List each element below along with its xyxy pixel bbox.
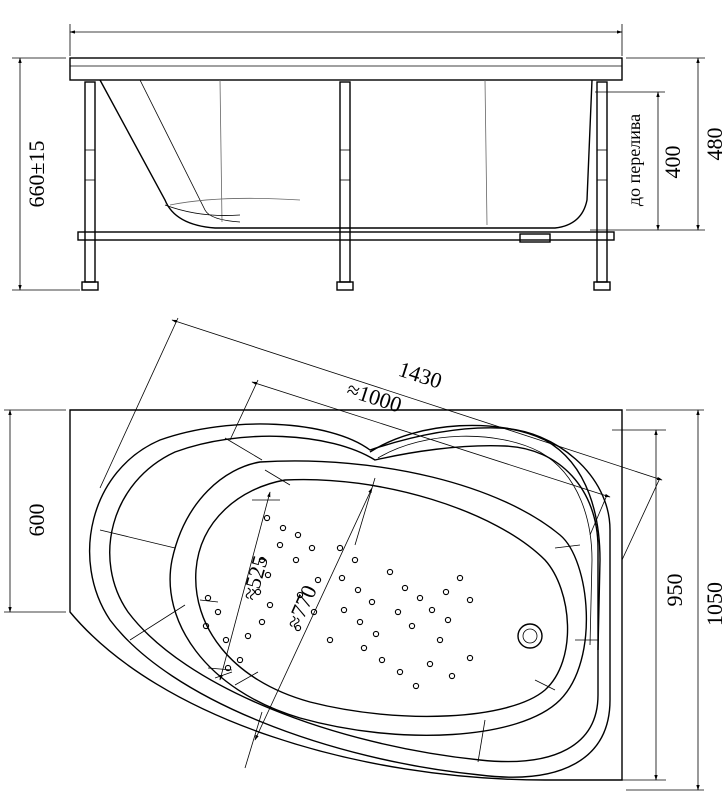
jet-hole	[412, 682, 420, 690]
jet-hole	[444, 616, 452, 624]
jet-hole	[338, 574, 346, 582]
drain-icon	[517, 623, 543, 649]
rim-inner	[109, 435, 599, 763]
right-depth-inner-label: 950	[662, 574, 687, 607]
height-total-label: 660±15	[24, 140, 49, 207]
jet-hole	[360, 644, 368, 652]
jet-hole	[416, 594, 424, 602]
bath-rim	[69, 57, 623, 81]
diagonal-outer-label: 1430	[396, 356, 446, 393]
jet-hole	[222, 636, 230, 644]
jet-hole	[368, 598, 376, 606]
jet-hole	[426, 660, 434, 668]
jet-hole	[466, 654, 474, 662]
jet-hole	[436, 636, 444, 644]
jet-hole	[202, 622, 210, 630]
jet-hole	[266, 601, 274, 609]
bath-height-label: 480	[702, 128, 727, 161]
jet-hole	[351, 556, 359, 564]
bowl-floor	[195, 478, 569, 718]
jet-hole	[292, 556, 300, 564]
jet-hole	[466, 596, 474, 604]
jet-hole	[448, 672, 456, 680]
right-depth-outer-label: 1050	[702, 582, 727, 626]
jet-hole	[356, 618, 364, 626]
jet-hole	[204, 594, 212, 602]
jet-hole	[396, 668, 404, 676]
overflow-caption: до перелива	[624, 114, 644, 206]
jet-hole	[372, 630, 380, 638]
jet-hole	[244, 632, 252, 640]
jet-hole	[428, 606, 436, 614]
leg	[81, 81, 99, 291]
hydro-jets	[202, 514, 474, 690]
jet-hole	[401, 584, 409, 592]
jet-hole	[336, 544, 344, 552]
side-view: 660±15 480 400 до перелива	[12, 24, 727, 291]
jet-hole	[456, 574, 464, 582]
jet-hole	[258, 618, 266, 626]
jet-hole	[276, 541, 284, 549]
jet-hole	[314, 576, 322, 584]
leg	[593, 81, 611, 291]
bowl-width-label: ≈525	[237, 553, 273, 603]
jet-hole	[340, 606, 348, 614]
jet-hole	[279, 524, 287, 532]
jet-hole	[236, 656, 244, 664]
bowl-length-label: ≈770	[281, 581, 322, 632]
jet-hole	[308, 544, 316, 552]
overflow-height-label: 400	[660, 146, 685, 179]
top-view: 1430 ≈1000 ≈525 ≈770 600 950 1050	[4, 317, 727, 791]
left-depth-label: 600	[24, 504, 49, 537]
jet-hole	[378, 656, 386, 664]
jet-hole	[408, 622, 416, 630]
headrest-ridge	[369, 424, 601, 651]
rim-outer	[89, 423, 611, 778]
leg	[336, 81, 354, 291]
jet-hole	[386, 568, 394, 576]
jet-hole	[263, 514, 271, 522]
jet-hole	[394, 608, 402, 616]
jet-hole	[214, 608, 222, 616]
jet-hole	[442, 588, 450, 596]
diagonal-inner-label: ≈1000	[344, 376, 405, 417]
bowl-outer	[169, 460, 588, 736]
outer-contour	[69, 409, 623, 781]
jet-hole	[294, 531, 302, 539]
jet-hole	[354, 586, 362, 594]
tub-body	[99, 79, 593, 229]
frame-bar	[77, 231, 615, 241]
jet-hole	[326, 636, 334, 644]
